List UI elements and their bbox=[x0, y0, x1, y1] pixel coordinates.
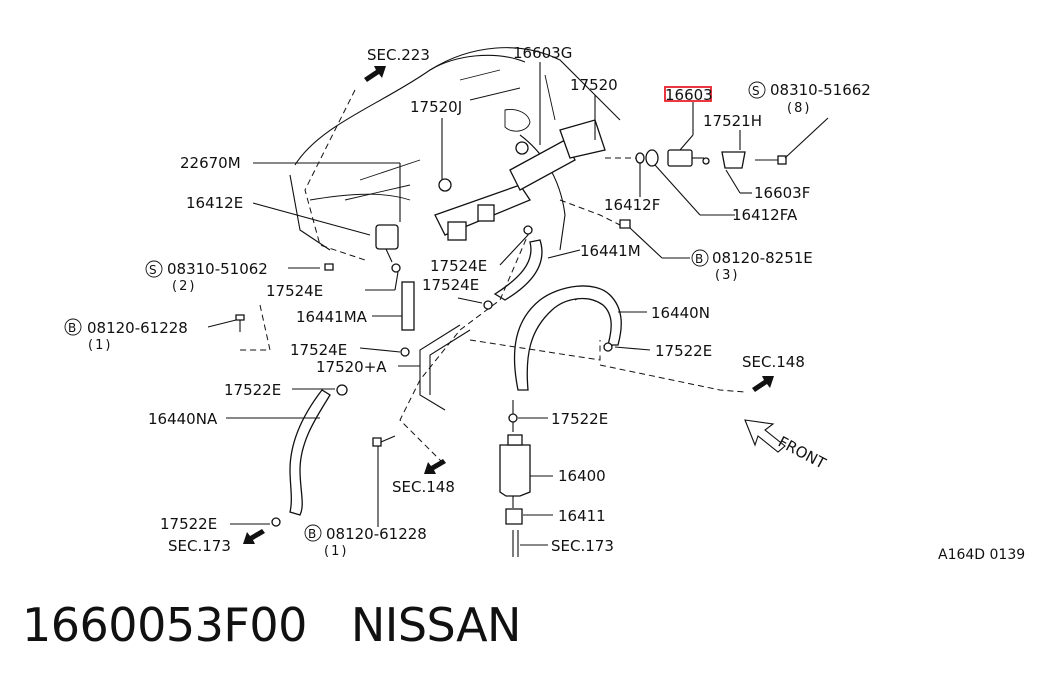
svg-text:B: B bbox=[308, 527, 316, 541]
label-17524E-c: 17524E bbox=[422, 276, 479, 294]
svg-text:B: B bbox=[695, 252, 703, 266]
label-17520J: 17520J bbox=[410, 98, 462, 116]
section-arrows bbox=[243, 66, 774, 544]
fuel-rail-assembly bbox=[375, 119, 606, 273]
dashed-sections bbox=[240, 199, 746, 393]
fuel-hoses bbox=[289, 229, 622, 516]
label-16400: 16400 bbox=[558, 467, 606, 485]
label-17522E-d: 17522E bbox=[160, 515, 217, 533]
label-16441MA: 16441MA bbox=[296, 308, 368, 326]
label-16412E: 16412E bbox=[186, 194, 243, 212]
bolts-clamps bbox=[235, 219, 631, 527]
leader-lines bbox=[207, 62, 829, 546]
label-22670M: 22670M bbox=[180, 154, 241, 172]
label-17520: 17520 bbox=[570, 76, 618, 94]
svg-text:B: B bbox=[68, 321, 76, 335]
label-16411: 16411 bbox=[558, 507, 606, 525]
label-sec173-a: SEC.173 bbox=[168, 537, 231, 555]
front-arrow bbox=[744, 419, 786, 453]
label-sec173-b: SEC.173 bbox=[551, 537, 614, 555]
part-number: 1660053F00 bbox=[22, 598, 307, 652]
label-17524E-b: 17524E bbox=[266, 282, 323, 300]
diagram-ref-code: A164D 0139 bbox=[938, 547, 1025, 563]
part-caption: 1660053F00 NISSAN bbox=[22, 598, 521, 658]
highlight-box bbox=[664, 86, 712, 102]
fuel-filter bbox=[499, 400, 531, 557]
label-sec223: SEC.223 bbox=[367, 46, 430, 64]
parts-diagram: S B S B B SEC.223 16603G 17520 16603 083… bbox=[64, 44, 1025, 563]
label-16603F: 16603F bbox=[754, 184, 810, 202]
brand-name: NISSAN bbox=[350, 598, 522, 652]
label-08120-8251E-qty: (3) bbox=[715, 268, 739, 283]
label-16440N: 16440N bbox=[651, 304, 710, 322]
engine-outline bbox=[289, 47, 621, 261]
label-08120-61228-b-qty: (1) bbox=[324, 544, 348, 559]
label-08120-61228-b: 08120-61228 bbox=[326, 525, 427, 543]
label-17524E-d: 17524E bbox=[290, 341, 347, 359]
label-08120-8251E: 08120-8251E bbox=[712, 249, 813, 267]
label-16412FA: 16412FA bbox=[732, 206, 798, 224]
label-16603: 16603 bbox=[665, 86, 713, 104]
label-08310-51662: 08310-51662 bbox=[770, 81, 871, 99]
label-17524E-a: 17524E bbox=[430, 257, 487, 275]
svg-text:S: S bbox=[752, 84, 760, 98]
label-16441M: 16441M bbox=[580, 242, 641, 260]
label-16412F: 16412F bbox=[604, 196, 660, 214]
label-08120-61228-a: 08120-61228 bbox=[87, 319, 188, 337]
label-08120-61228-a-qty: (1) bbox=[88, 338, 112, 353]
symbol-markers: S B S B B bbox=[64, 81, 766, 542]
label-front: FRONT bbox=[775, 433, 829, 473]
label-sec148-b: SEC.148 bbox=[392, 478, 455, 496]
label-17520A: 17520+A bbox=[316, 358, 387, 376]
label-16603G: 16603G bbox=[513, 44, 572, 62]
label-sec148-a: SEC.148 bbox=[742, 353, 805, 371]
label-08310-51062: 08310-51062 bbox=[167, 260, 268, 278]
label-08310-51062-qty: (2) bbox=[172, 279, 196, 294]
label-08310-51662-qty: (8) bbox=[787, 101, 811, 116]
svg-text:S: S bbox=[149, 263, 157, 277]
part-labels: SEC.223 16603G 17520 16603 08310-51662 (… bbox=[87, 44, 1025, 563]
label-17522E-a: 17522E bbox=[655, 342, 712, 360]
label-17522E-b: 17522E bbox=[224, 381, 281, 399]
label-17521H: 17521H bbox=[703, 112, 762, 130]
pressure-regulator-area bbox=[605, 149, 787, 169]
label-16440NA: 16440NA bbox=[148, 410, 218, 428]
label-17522E-c: 17522E bbox=[551, 410, 608, 428]
